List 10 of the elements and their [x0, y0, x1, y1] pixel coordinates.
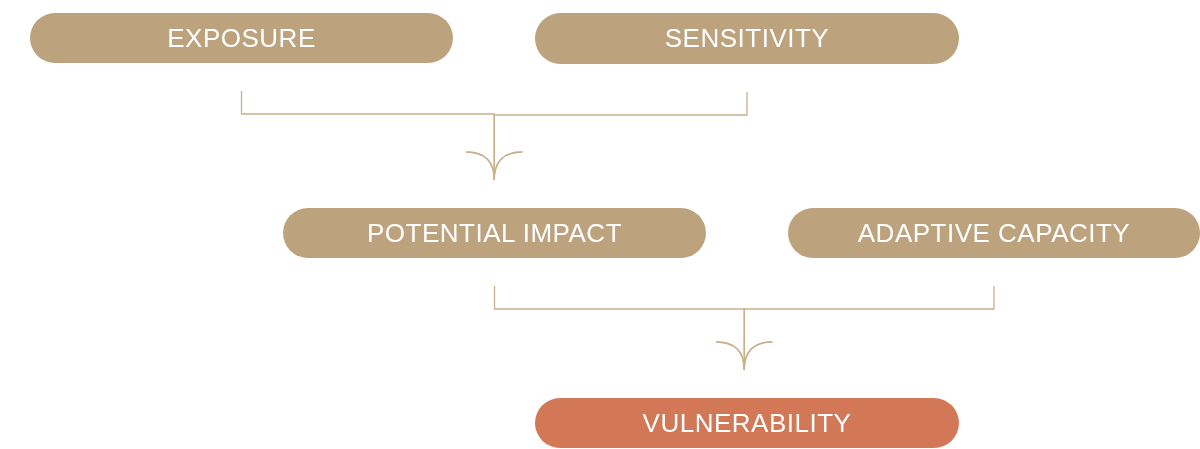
factor-pill [30, 13, 453, 63]
node-label: VULNERABILITY [642, 407, 852, 439]
factor-pill [788, 208, 1200, 258]
node-label: EXPOSURE [167, 22, 316, 54]
node-label: SENSITIVITY [664, 23, 830, 54]
node-label: ADAPTIVE CAPACITY [857, 217, 1131, 249]
node-label: POTENTIAL IMPACT [367, 217, 622, 249]
factor-pill [283, 208, 706, 258]
result-pill [535, 398, 959, 448]
factor-pill [535, 13, 959, 64]
